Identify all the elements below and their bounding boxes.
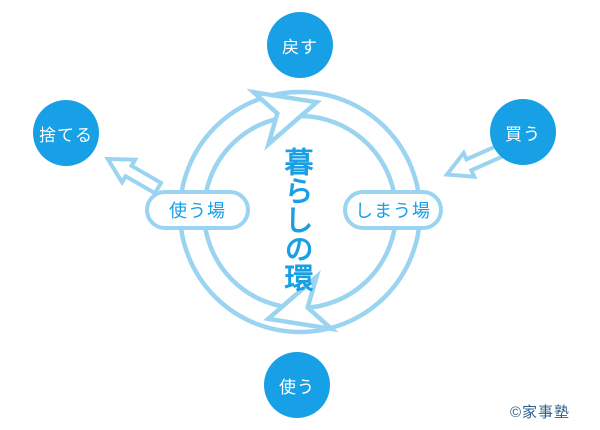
node-use-label: 使う	[279, 377, 315, 397]
zone-use-place: 使う場	[145, 190, 250, 230]
zone-use-place-label: 使う場	[169, 201, 226, 221]
node-use: 使う	[264, 352, 330, 418]
discard-arrow-icon	[104, 156, 164, 196]
zone-store-place: しまう場	[343, 190, 443, 230]
copyright-credit: ©家事塾	[509, 404, 570, 421]
zone-store-place-label: しまう場	[355, 201, 431, 221]
buy-arrow-icon	[443, 142, 506, 179]
node-return-label: 戻す	[282, 37, 318, 57]
cycle-arrow-top-icon	[246, 88, 322, 151]
node-return: 戻す	[267, 12, 333, 78]
node-buy-label: 買う	[505, 124, 541, 144]
node-discard-label: 捨てる	[39, 125, 93, 145]
diagram-title: 暮らしの環	[280, 146, 312, 292]
node-discard: 捨てる	[33, 100, 99, 166]
node-buy: 買う	[490, 99, 556, 165]
cycle-arrow-bottom-icon	[263, 270, 339, 333]
